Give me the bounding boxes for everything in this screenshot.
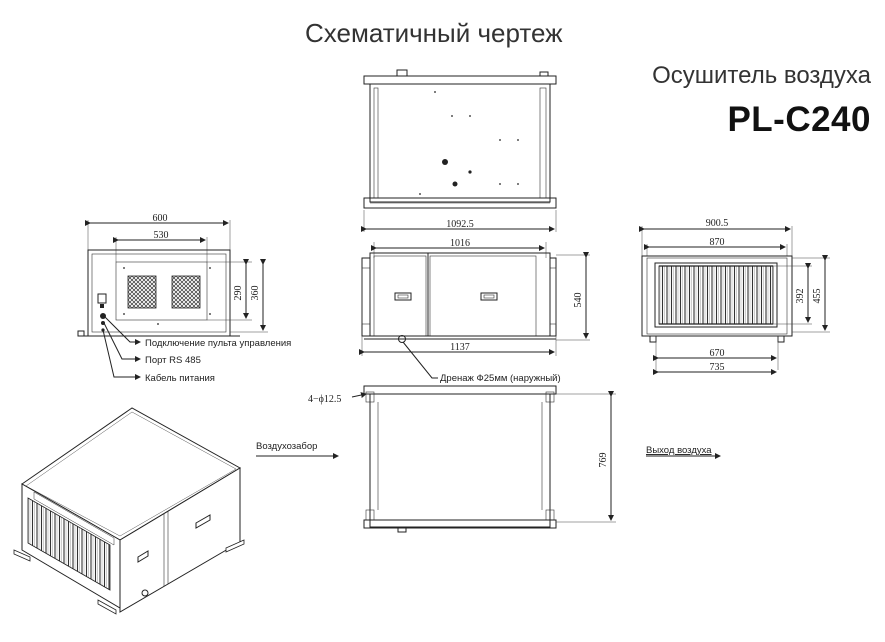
dim-bottom-depth: 769 (598, 453, 609, 468)
dim-side-width-inner: 530 (154, 230, 169, 241)
airflow-labels: Воздухозабор Выход воздуха (256, 441, 721, 459)
flange-view: 900.5 870 670 735 392 455 (639, 218, 830, 375)
door-handle (480, 292, 498, 301)
model-code: PL-C240 (727, 100, 871, 139)
door-handle (394, 292, 412, 301)
dim-flange-width-mid: 870 (710, 237, 725, 248)
louver-grille (658, 265, 774, 325)
dim-front-length-outer: 1137 (450, 342, 470, 353)
vent-grille (171, 275, 201, 309)
bottom-view: 4−ϕ12.5 769 (308, 385, 616, 533)
port-dot (452, 181, 458, 187)
dim-front-length-inner: 1016 (450, 238, 470, 249)
port-dot (442, 159, 448, 165)
callout-power-cable: Кабель питания (145, 373, 215, 384)
callout-rs485-port: Порт RS 485 (145, 355, 201, 366)
dim-front-height: 540 (573, 293, 584, 308)
top-view: 1092.5 (361, 69, 557, 232)
iso-handle (195, 514, 211, 529)
hole-label: 4−ϕ12.5 (308, 394, 341, 405)
dim-side-height-inner: 290 (233, 286, 244, 301)
dim-flange-height-inner: 392 (795, 289, 806, 304)
dim-top-length: 1092.5 (446, 219, 474, 230)
dim-side-height-outer: 360 (250, 286, 261, 301)
dim-flange-width-inner: 670 (710, 348, 725, 359)
dim-flange-height-outer: 455 (812, 289, 823, 304)
product-name: Осушитель воздуха (652, 62, 871, 89)
isometric-view (13, 407, 245, 615)
callout-remote-control: Подключение пульта управления (145, 338, 291, 349)
side-view: 600 530 290 360 Подключение п (77, 213, 291, 384)
vent-grille (127, 275, 157, 309)
dim-flange-width-outer: 900.5 (706, 218, 729, 229)
port-dot (468, 170, 472, 174)
iso-handle (137, 550, 149, 563)
dim-flange-width-base: 735 (710, 362, 725, 373)
iso-louver (27, 497, 111, 591)
outlet-label: Выход воздуха (646, 445, 712, 456)
front-view: 1016 1137 540 Дренаж Ф25мм (наружный) (359, 238, 590, 384)
dim-side-width-outer: 600 (153, 213, 168, 224)
connector-dot (100, 313, 106, 319)
page-title: Схематичный чертеж (305, 18, 563, 48)
inlet-label: Воздухозабор (256, 441, 317, 452)
drain-label: Дренаж Ф25мм (наружный) (440, 373, 561, 384)
